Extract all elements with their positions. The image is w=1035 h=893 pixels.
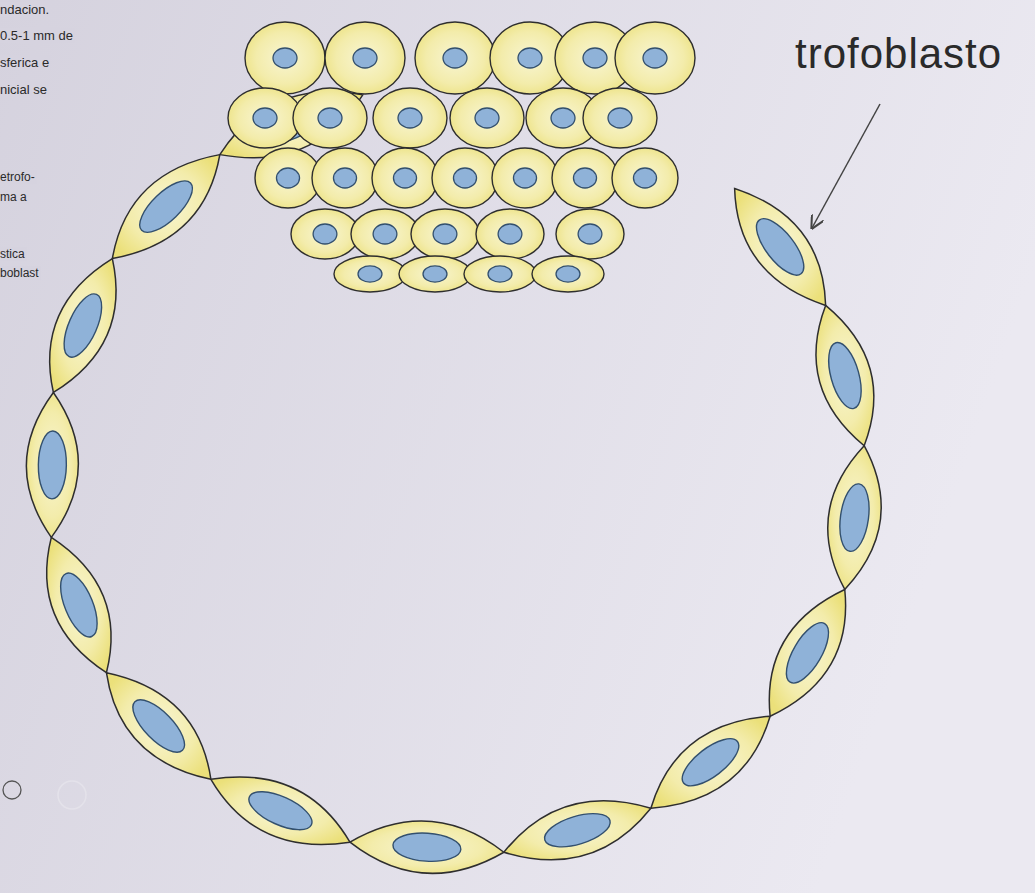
cell-nucleus xyxy=(822,339,867,412)
note-fragment: ndacion. xyxy=(0,2,51,17)
trophoblast-cell xyxy=(828,446,881,590)
embryoblast-cell xyxy=(615,22,695,94)
hole-mark xyxy=(3,781,21,799)
cell-nucleus xyxy=(443,48,467,68)
trophoblast-cell xyxy=(350,821,504,873)
trophoblast-cell xyxy=(769,589,845,716)
embryoblast-cell xyxy=(312,148,378,208)
cell-nucleus xyxy=(333,168,356,188)
inner-cell-mass xyxy=(228,22,695,292)
cell-nucleus xyxy=(392,831,462,863)
cell-nucleus xyxy=(748,211,812,282)
note-fragment: boblast xyxy=(0,266,41,280)
cell-nucleus xyxy=(393,168,416,188)
embryoblast-cell xyxy=(415,22,495,94)
cell-nucleus xyxy=(573,168,596,188)
cell-nucleus xyxy=(273,48,297,68)
embryoblast-cell xyxy=(532,256,604,292)
cell-nucleus xyxy=(132,173,200,240)
embryoblast-cell xyxy=(255,148,321,208)
embryoblast-cell xyxy=(291,209,359,259)
trophoblast-cell xyxy=(26,392,78,537)
note-fragment: stica xyxy=(0,247,27,261)
embryoblast-cell xyxy=(556,209,624,259)
trophoblast-cell xyxy=(504,801,651,860)
cell-nucleus xyxy=(373,224,397,244)
cell-nucleus xyxy=(513,168,536,188)
note-fragment: sferica e xyxy=(0,55,51,70)
cell-nucleus xyxy=(836,482,873,553)
cell-nucleus xyxy=(608,108,632,128)
cell-nucleus xyxy=(358,266,382,282)
trophoblast-cell xyxy=(651,716,770,808)
embryoblast-cell xyxy=(450,88,524,148)
trophoblast-cell xyxy=(816,305,874,445)
embryoblast-cell xyxy=(612,148,678,208)
cell-nucleus xyxy=(633,168,656,188)
embryoblast-cell xyxy=(372,148,438,208)
note-fragment: etrofo- xyxy=(0,170,37,184)
cell-nucleus xyxy=(125,692,193,760)
embryoblast-cell xyxy=(325,22,405,94)
cell-nucleus xyxy=(556,266,580,282)
embryoblast-cell xyxy=(552,148,618,208)
cell-nucleus xyxy=(551,108,575,128)
trophoblast-ring xyxy=(26,92,881,874)
cell-nucleus xyxy=(433,224,457,244)
embryoblast-cell xyxy=(476,209,544,259)
trophoblast-cell xyxy=(106,673,210,780)
cell-nucleus xyxy=(253,108,277,128)
cell-nucleus xyxy=(541,807,614,853)
embryoblast-cell xyxy=(432,148,498,208)
embryoblast-cell xyxy=(373,88,447,148)
structure-label: trofoblasto xyxy=(795,30,1004,78)
cell-nucleus xyxy=(675,730,746,794)
trophoblast-cell xyxy=(735,188,826,305)
note-fragment: nicial se xyxy=(0,82,49,97)
cell-nucleus xyxy=(398,108,422,128)
embryoblast-cell xyxy=(334,256,406,292)
embryoblast-cell xyxy=(228,88,302,148)
cell-nucleus xyxy=(423,266,447,282)
note-fragment: ma a xyxy=(0,190,29,204)
cell-nucleus xyxy=(518,48,542,68)
cell-nucleus xyxy=(488,266,512,282)
embryoblast-cell xyxy=(351,209,419,259)
cell-nucleus xyxy=(498,224,522,244)
embryoblast-cell xyxy=(492,148,558,208)
cell-nucleus xyxy=(475,108,499,128)
cell-nucleus xyxy=(353,48,377,68)
cell-nucleus xyxy=(578,224,602,244)
cell-nucleus xyxy=(244,784,317,838)
cell-nucleus xyxy=(778,616,837,689)
embryoblast-cell xyxy=(293,88,367,148)
leader-line xyxy=(812,104,880,228)
cell-nucleus xyxy=(643,48,667,68)
cell-nucleus xyxy=(583,48,607,68)
cell-nucleus xyxy=(313,224,337,244)
hole-mark xyxy=(58,781,86,809)
cell-nucleus xyxy=(56,289,109,363)
cell-nucleus xyxy=(38,431,67,499)
cell-nucleus xyxy=(453,168,476,188)
embryoblast-cell xyxy=(583,88,657,148)
trophoblast-cell xyxy=(47,537,111,672)
embryoblast-cell xyxy=(411,209,479,259)
cell-nucleus xyxy=(276,168,299,188)
trophoblast-cell xyxy=(50,259,116,393)
embryoblast-cell xyxy=(245,22,325,94)
embryoblast-cell xyxy=(464,256,536,292)
trophoblast-cell xyxy=(211,777,350,845)
cell-nucleus xyxy=(53,568,105,642)
embryoblast-cell xyxy=(399,256,471,292)
cell-nucleus xyxy=(318,108,342,128)
note-fragment: 0.5-1 mm de xyxy=(0,28,75,43)
trophoblast-cell xyxy=(112,155,219,259)
